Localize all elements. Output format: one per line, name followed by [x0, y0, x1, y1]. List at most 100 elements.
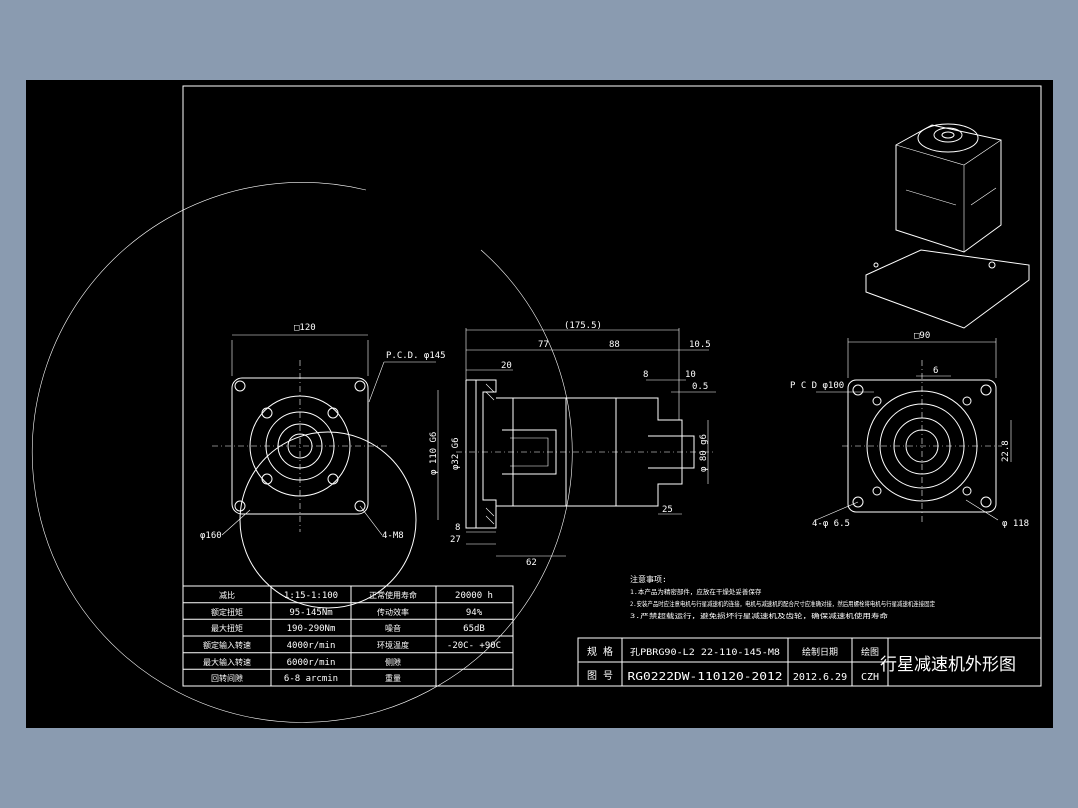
drawing-number: RG0222DW-110120-2012 [628, 670, 783, 683]
corner-hole [852, 384, 864, 396]
spec-value: 孔PBRG90-L2 22-110-145-M8 [630, 648, 780, 658]
label-date: 绘制日期 [802, 646, 838, 658]
iso-base [865, 249, 1030, 329]
leader [221, 509, 251, 536]
label-drawing-no: 图 号 [587, 670, 613, 682]
dim-25-label: 25 [662, 505, 673, 515]
corner-hole [980, 384, 992, 396]
outer-flange-circle [239, 431, 417, 609]
bolt-hole [962, 486, 972, 496]
dim-80-label: φ 80 g6 [699, 434, 709, 472]
flange-face [465, 380, 476, 529]
dim-88-label: 88 [609, 340, 620, 350]
drawing-sheet: □120 P.C.D. φ145 φ160 4-M8 (175.5) [26, 80, 1053, 728]
spec-label: 环境温度 [377, 640, 409, 650]
spec-value: 4000r/min [287, 641, 336, 651]
bolt-hole [261, 407, 273, 419]
dim-32-label: φ32 G6 [451, 437, 461, 470]
dim-8-bottom-label: 8 [455, 523, 460, 533]
iso-body-edges [895, 139, 1002, 252]
leader [815, 501, 859, 521]
dim-10-label: 10 [685, 370, 696, 380]
leader [359, 505, 383, 536]
iso-hole [873, 262, 879, 268]
spec-label: 回转间隙 [211, 673, 243, 683]
dim-dia-label: φ 118 [1002, 519, 1029, 529]
drawn-by: CZH [861, 672, 879, 683]
dim-6-label: 6 [933, 366, 938, 376]
leader [368, 361, 385, 403]
dim-10-5-label: 10.5 [689, 340, 711, 350]
spec-label: 正常使用寿命 [369, 590, 417, 600]
spec-table: 减比 1:15-1:100 正常使用寿命 20000 h 额定扭矩 95-145… [182, 585, 514, 687]
spec-value: 190-290Nm [287, 624, 336, 634]
spec-label: 噪音 [385, 623, 401, 633]
iso-body [895, 124, 1002, 253]
side-view: (175.5) 77 88 10.5 20 8 10 0.5 φ 110 G6 … [429, 321, 716, 568]
iso-top-bore [933, 127, 963, 143]
dim-110-label: φ 110 G6 [429, 432, 439, 475]
corner-hole [234, 380, 246, 392]
dim-pcd-label: P.C.D. φ145 [386, 351, 446, 361]
title-block: 规 格 孔PBRG90-L2 22-110-145-M8 绘制日期 绘图 图 号… [577, 637, 1042, 687]
leader [965, 499, 999, 521]
spec-label: 最大扭矩 [211, 623, 243, 633]
iso-detail [970, 187, 997, 206]
dim-total-label: (175.5) [564, 321, 602, 331]
spec-value: 1:15-1:100 [284, 591, 338, 601]
corner-hole [354, 380, 366, 392]
dim-8-top-label: 8 [643, 370, 648, 380]
drawing-date: 2012.6.29 [793, 672, 847, 683]
note-line: 1.本产品为精密部件，应放在干燥处妥善保存 [630, 587, 762, 596]
bolt-hole [327, 407, 339, 419]
dim-pcd-label: P C D φ100 [790, 381, 844, 391]
cad-drawing: □120 P.C.D. φ145 φ160 4-M8 (175.5) [31, 85, 1042, 723]
input-bore-inner [510, 437, 549, 467]
spec-value: -20C- +90C [447, 641, 501, 651]
drawing-title: 行星减速机外形图 [880, 655, 1016, 675]
dim-holes-label: 4-φ 6.5 [812, 519, 850, 529]
bolt-hole [327, 473, 339, 485]
iso-hole [988, 261, 996, 269]
corner-hole [980, 496, 992, 508]
flange-profile [466, 379, 497, 529]
right-view: □90 6 P C D φ100 22.8 4-φ 6.5 φ 118 [790, 331, 1029, 529]
dim-27-label: 27 [450, 535, 461, 545]
note-line: 3.严禁超载运行，避免损坏行星减速机及齿轮，确保减速机使用寿命 [630, 611, 889, 620]
isometric-view [865, 123, 1030, 329]
dim-holes-label: 4-M8 [382, 531, 404, 541]
front-view: □120 P.C.D. φ145 φ160 4-M8 [200, 323, 446, 609]
spec-label: 最大输入转速 [203, 657, 251, 667]
dim-0-5-label: 0.5 [692, 382, 708, 392]
spec-label: 重量 [385, 673, 401, 683]
dim-dia-label: φ160 [200, 531, 222, 541]
note-line: 2.安装产品时应注意电机与行星减速机的连接，电机与减速机的配合尺寸应准确对接，然… [630, 599, 935, 608]
spec-value: 6-8 arcmin [284, 674, 338, 684]
spec-value: 6000r/min [287, 658, 336, 668]
iso-top-flange [917, 123, 979, 153]
spec-label: 额定输入转速 [203, 640, 251, 650]
section-hatch [485, 383, 495, 525]
spec-value: 94% [466, 608, 483, 618]
spec-value: 95-145Nm [289, 608, 332, 618]
dim-square-label: □90 [914, 331, 930, 341]
iso-detail [905, 189, 957, 206]
dim-square-label: □120 [294, 323, 316, 333]
notes-title: 注意事项: [630, 574, 667, 584]
corner-hole [234, 500, 246, 512]
dim-62-label: 62 [526, 558, 537, 568]
dim-22-label: 22.8 [1001, 440, 1011, 462]
bolt-hole [872, 486, 882, 496]
construction-circle [31, 182, 573, 723]
spec-value: 65dB [463, 624, 485, 634]
corner-hole [354, 500, 366, 512]
label-spec: 规 格 [587, 645, 613, 658]
spec-label: 传动效率 [377, 607, 409, 617]
spec-label: 减比 [219, 590, 235, 600]
dim-20-label: 20 [501, 361, 512, 371]
bolt-hole [962, 396, 972, 406]
bolt-hole [872, 396, 882, 406]
bolt-hole [261, 473, 273, 485]
label-drawn: 绘图 [861, 646, 879, 658]
notes: 注意事项: 1.本产品为精密部件，应放在干燥处妥善保存 2.安装产品时应注意电机… [630, 574, 935, 620]
